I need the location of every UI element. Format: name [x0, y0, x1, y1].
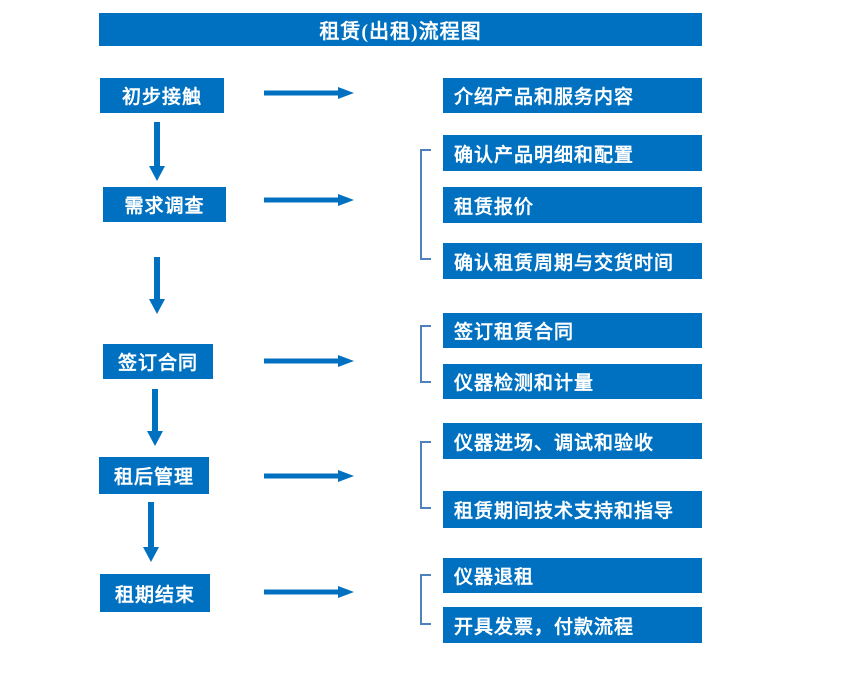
detail-box: 确认租赁周期与交货时间 [443, 243, 702, 279]
flowchart-title-bar: 租赁(出租)流程图 [99, 13, 702, 46]
right-arrow-5 [264, 586, 354, 598]
bracket-group-5 [420, 574, 431, 625]
detail-box: 开具发票，付款流程 [443, 607, 702, 643]
flowchart-title: 租赁(出租)流程图 [319, 21, 482, 43]
step-box-post-rental: 租后管理 [99, 457, 209, 494]
detail-box: 介绍产品和服务内容 [443, 78, 702, 113]
detail-box: 租赁期间技术支持和指导 [443, 491, 702, 528]
down-arrow-4 [143, 502, 159, 562]
bracket-group-3 [420, 325, 431, 383]
down-arrow-1 [149, 122, 165, 181]
detail-box: 签订租赁合同 [443, 313, 702, 348]
right-arrow-4 [264, 470, 354, 482]
detail-box: 仪器检测和计量 [443, 364, 702, 399]
detail-box: 仪器进场、调试和验收 [443, 423, 702, 459]
bracket-group-2 [420, 149, 431, 260]
detail-box: 仪器退租 [443, 558, 702, 593]
step-box-initial-contact: 初步接触 [100, 78, 224, 113]
step-box-demand-survey: 需求调查 [103, 187, 226, 222]
down-arrow-2 [149, 257, 165, 314]
right-arrow-2 [264, 194, 354, 206]
down-arrow-3 [147, 389, 163, 446]
detail-box: 确认产品明细和配置 [443, 135, 702, 171]
bracket-group-4 [420, 441, 431, 509]
step-box-rental-end: 租期结束 [100, 574, 210, 612]
step-box-sign-contract: 签订合同 [103, 344, 213, 379]
detail-box: 租赁报价 [443, 187, 702, 223]
right-arrow-3 [264, 355, 354, 367]
right-arrow-1 [264, 87, 354, 99]
